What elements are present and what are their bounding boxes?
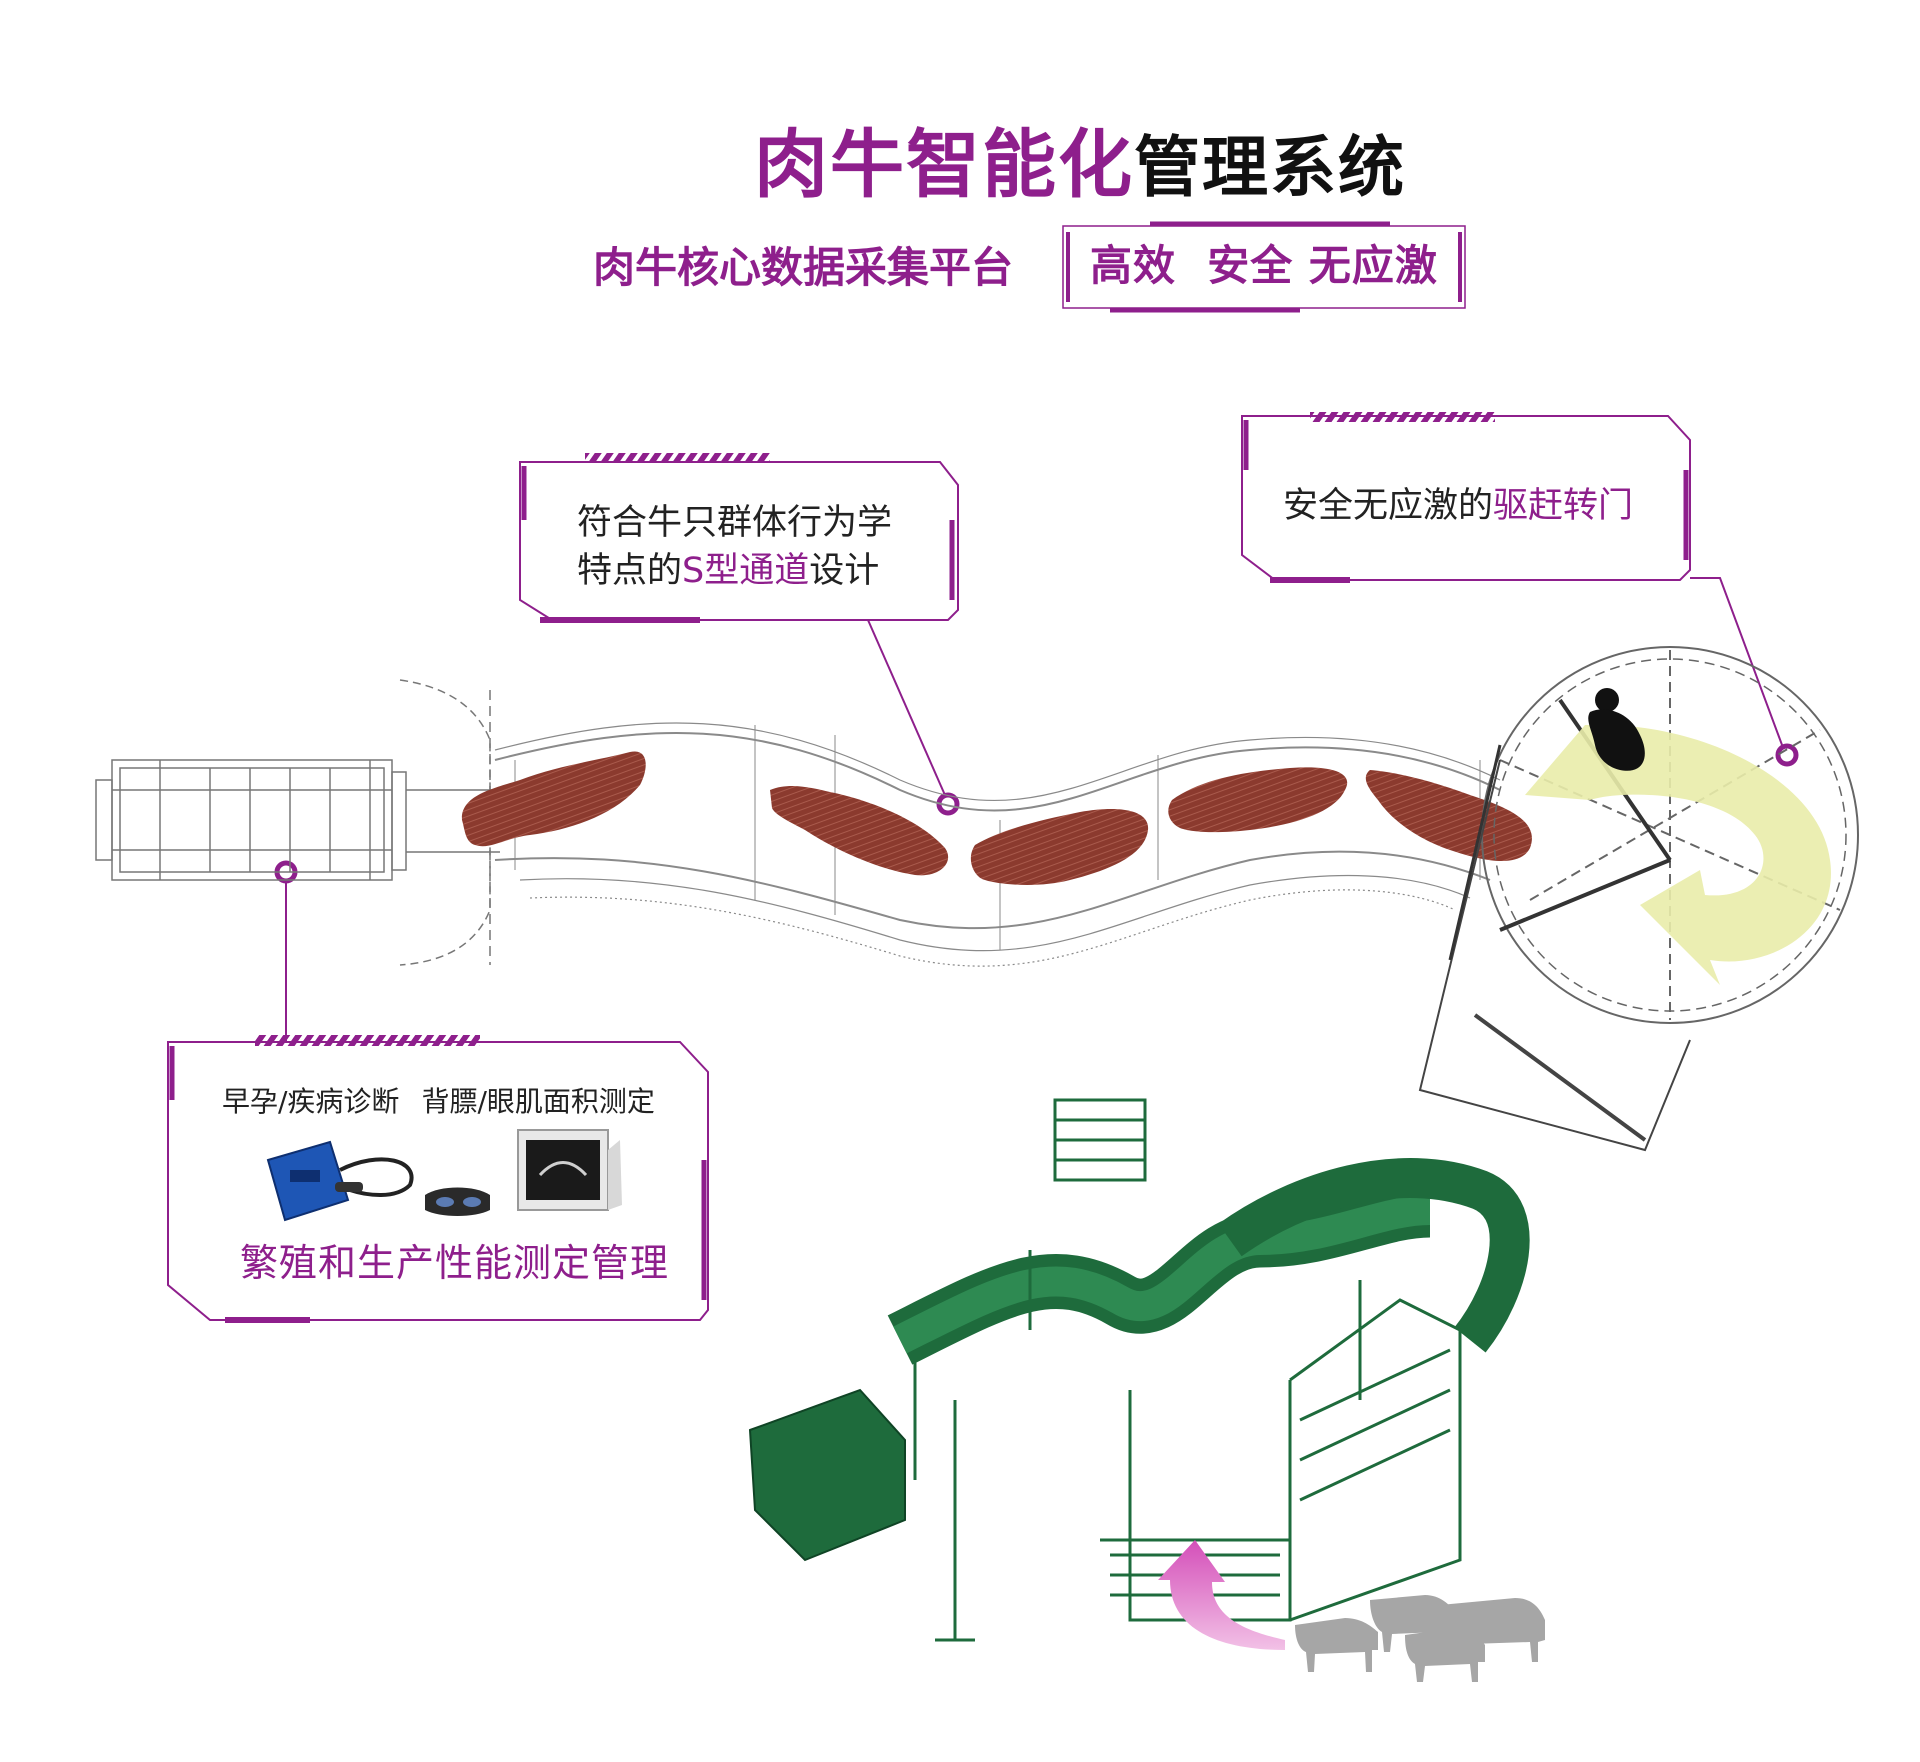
s-channel-highlight: S型通道 <box>682 551 810 591</box>
cow-1 <box>461 751 646 847</box>
subtitle: 肉牛核心数据采集平台 <box>593 243 1014 292</box>
herd-cow-2 <box>1370 1595 1455 1652</box>
turn-arrow <box>1525 724 1831 985</box>
tagline-frame <box>1062 221 1466 313</box>
ultrasound-monitor <box>517 1129 622 1211</box>
line2-suffix: 设计 <box>809 551 880 591</box>
callout-gate-text: 安全无应激的驱赶转门 <box>1283 482 1633 530</box>
ultrasound-goggles <box>425 1187 490 1216</box>
tagline: 高效 安全 无应激 <box>1090 241 1438 290</box>
cow-5 <box>1365 770 1532 862</box>
entry-arrow <box>1158 1540 1285 1650</box>
callout-measurement-frame <box>167 1035 709 1323</box>
callout-s-channel-frame <box>519 453 959 623</box>
measurement-main-label: 繁殖和生产性能测定管理 <box>240 1241 670 1285</box>
gate-prefix: 安全无应激的 <box>1283 486 1494 526</box>
measurement-items: 早孕/疾病诊断背膘/眼肌面积测定 <box>222 1080 655 1120</box>
line2-prefix: 特点的 <box>577 551 683 591</box>
callout-s-channel-text: 符合牛只群体行为学 特点的S型通道设计 <box>577 499 892 595</box>
marker-gate <box>1775 743 1799 767</box>
cow-3 <box>970 809 1149 885</box>
connector-lines <box>285 577 1786 1042</box>
handling-facility-3d <box>748 1098 1530 1642</box>
squeeze-chute-plan <box>95 679 500 966</box>
ultrasound-device <box>266 1140 414 1222</box>
title-rest: 管理系统 <box>1134 129 1406 206</box>
title-accent: 肉牛智能化 <box>754 122 1134 208</box>
cattle-in-channel <box>461 751 1532 885</box>
herd-cow-1 <box>1295 1618 1378 1672</box>
gate-highlight: 驱赶转门 <box>1493 486 1634 526</box>
measurement-item-backfat: 背膘/眼肌面积测定 <box>421 1085 655 1118</box>
cow-2 <box>770 786 949 876</box>
handler-silhouette <box>1588 688 1645 771</box>
callout-gate-frame <box>1241 412 1691 583</box>
callout-s-channel-line2: 特点的S型通道设计 <box>577 547 892 595</box>
callout-s-channel-line1: 符合牛只群体行为学 <box>577 503 893 543</box>
herd-silhouettes <box>1295 1595 1545 1682</box>
facility-squeeze-chute <box>748 1388 906 1562</box>
page-title: 肉牛智能化管理系统 <box>0 128 1920 202</box>
cow-4 <box>1168 767 1348 833</box>
measurement-item-pregnancy: 早孕/疾病诊断 <box>222 1085 400 1118</box>
herd-cow-4 <box>1440 1598 1545 1662</box>
